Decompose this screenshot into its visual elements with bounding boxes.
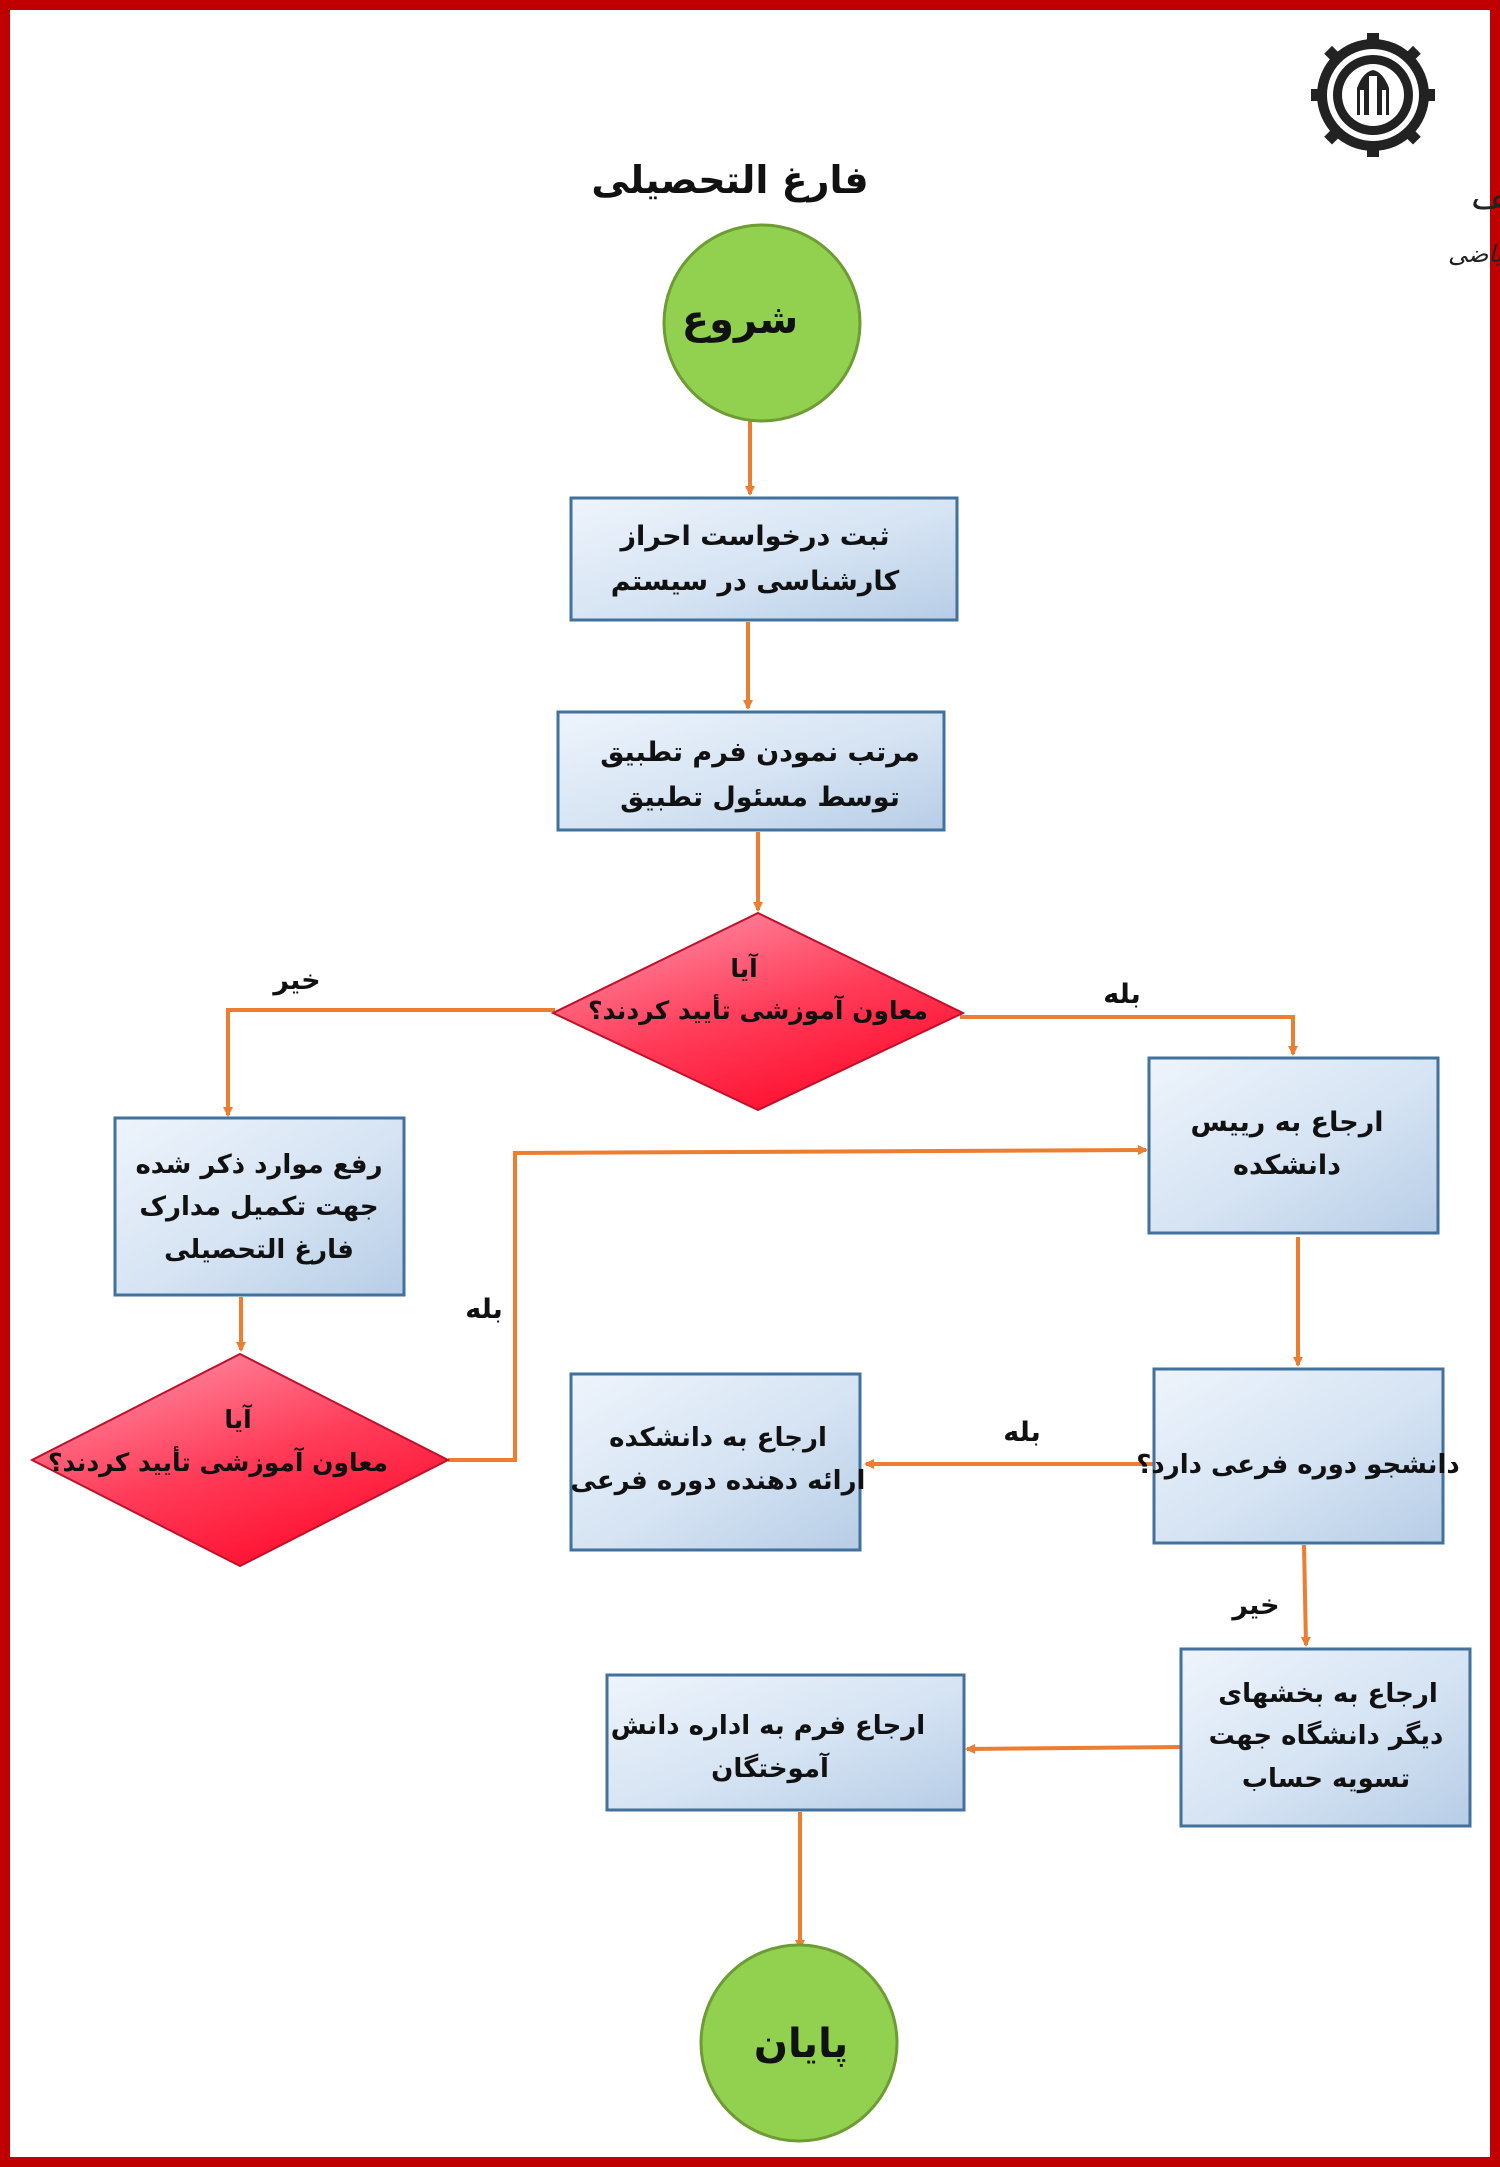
svg-text:پایان: پایان [754, 2021, 848, 2067]
process-refer-minor-faculty: ارجاع به دانشکده ارائه دهنده دوره فرعی [569, 1372, 866, 1552]
gear-emblem-icon [1311, 33, 1435, 157]
svg-text:معاون آموزشی تأیید کردند؟: معاون آموزشی تأیید کردند؟ [48, 1446, 388, 1478]
svg-text:آموختگان: آموختگان [711, 1752, 830, 1784]
svg-text:دانشجو دوره فرعی دارد؟: دانشجو دوره فرعی دارد؟ [1136, 1450, 1459, 1480]
decision-approval-1: آیا معاون آموزشی تأیید کردند؟ [550, 911, 966, 1112]
process-refer-dean: ارجاع به رییس دانشکده [1147, 1056, 1440, 1235]
svg-text:کارشناسی در سیستم: کارشناسی در سیستم [611, 566, 900, 597]
svg-text:مرتب نمودن فرم تطبیق: مرتب نمودن فرم تطبیق [600, 737, 920, 768]
process-refer-alumni-office: ارجاع فرم به اداره دانش آموختگان [605, 1673, 966, 1812]
arrow-other-alumni [965, 1743, 1182, 1754]
label-minor-no: خیر [1230, 1590, 1279, 1621]
process-refer-other-sections: ارجاع به بخشهای دیگر دانشگاه جهت تسویه ح… [1179, 1647, 1472, 1828]
arrow-minor-no [1300, 1544, 1311, 1647]
label-minor-yes: بله [1003, 1417, 1041, 1448]
svg-text:معاون آموزشی تأیید کردند؟: معاون آموزشی تأیید کردند؟ [588, 994, 928, 1026]
arrow-decision2-yes [448, 1145, 1148, 1462]
svg-text:ارجاع فرم به اداره دانش: ارجاع فرم به اداره دانش [611, 1711, 925, 1741]
process-prepare-form: مرتب نمودن فرم تطبیق توسط مسئول تطبیق [556, 710, 946, 832]
svg-text:دیگر دانشگاه جهت: دیگر دانشگاه جهت [1209, 1720, 1444, 1751]
svg-text:توسط مسئول تطبیق: توسط مسئول تطبیق [620, 782, 900, 813]
process-register-request: ثبت درخواست احراز کارشناسی در سیستم [569, 496, 959, 622]
svg-text:فارغ التحصیلی: فارغ التحصیلی [164, 1235, 354, 1265]
svg-text:دانشکده: دانشکده [1233, 1150, 1341, 1181]
label-d2-yes: بله [465, 1294, 503, 1325]
decision-approval-2: آیا معاون آموزشی تأیید کردند؟ [29, 1352, 451, 1568]
connectors [223, 420, 1311, 1950]
svg-text:آیا: آیا [730, 953, 759, 983]
process-minor-question: دانشجو دوره فرعی دارد؟ [1136, 1367, 1460, 1545]
page-title: فارغ التحصیلی [591, 158, 868, 202]
svg-text:ارائه دهنده دوره فرعی: ارائه دهنده دوره فرعی [571, 1466, 866, 1496]
faculty-name: دانشکده علوم ریاضی [1448, 240, 1500, 268]
svg-text:رفع موارد ذکر شده: رفع موارد ذکر شده [135, 1150, 382, 1180]
arrow-decision1-no [223, 1008, 555, 1117]
svg-text:ارجاع به رییس: ارجاع به رییس [1190, 1107, 1383, 1138]
svg-text:ارجاع به دانشکده: ارجاع به دانشکده [609, 1423, 827, 1453]
university-logo: دانشگاه صنعتی شریف دانشکده علوم ریاضی [1311, 33, 1500, 268]
svg-text:آیا: آیا [224, 1404, 253, 1434]
process-fix-items: رفع موارد ذکر شده جهت تکمیل مدارک فارغ ا… [113, 1116, 406, 1297]
svg-text:تسویه حساب: تسویه حساب [1242, 1764, 1410, 1794]
start-node: شروع [662, 223, 862, 423]
svg-text:شروع: شروع [682, 297, 798, 343]
university-name: دانشگاه صنعتی شریف [1470, 177, 1500, 217]
label-d1-no: خیر [271, 965, 320, 996]
svg-text:ثبت درخواست احراز: ثبت درخواست احراز [618, 521, 889, 552]
label-d1-yes: بله [1103, 979, 1141, 1010]
arrow-decision1-yes [960, 1015, 1298, 1056]
end-node: پایان [699, 1943, 899, 2143]
svg-text:ارجاع به بخشهای: ارجاع به بخشهای [1218, 1679, 1438, 1709]
svg-text:جهت تکمیل مدارک: جهت تکمیل مدارک [139, 1192, 378, 1222]
